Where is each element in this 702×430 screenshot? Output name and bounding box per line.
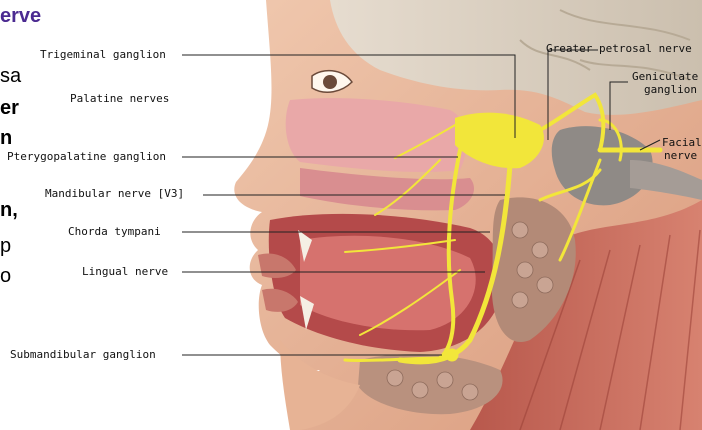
slide-text-line4: n, [0, 200, 18, 220]
slide-text-line2: er [0, 98, 19, 118]
label-mandibular-nerve: Mandibular nerve [V3] [45, 188, 184, 199]
label-palatine-nerves: Palatine nerves [70, 93, 169, 104]
label-geniculate-ganglion-1: Geniculate [632, 71, 698, 82]
label-chorda-tympani: Chorda tympani [68, 226, 161, 237]
label-submandibular-ganglion: Submandibular ganglion [10, 349, 156, 360]
slide-text-line5: p [0, 236, 11, 256]
slide-text-line1: sa [0, 66, 21, 86]
slide-text-line6: o [0, 266, 11, 286]
label-pterygopalatine-ganglion: Pterygopalatine ganglion [7, 151, 166, 162]
label-facial-nerve-1: Facial [662, 137, 702, 148]
slide-text-line3: n [0, 128, 12, 148]
slide-title-fragment: erve [0, 6, 41, 26]
label-facial-nerve-2: nerve [664, 150, 697, 161]
label-geniculate-ganglion-2: ganglion [644, 84, 697, 95]
label-greater-petrosal-nerve: Greater petrosal nerve [546, 43, 692, 54]
label-lingual-nerve: Lingual nerve [82, 266, 168, 277]
label-trigeminal-ganglion: Trigeminal ganglion [40, 49, 166, 60]
